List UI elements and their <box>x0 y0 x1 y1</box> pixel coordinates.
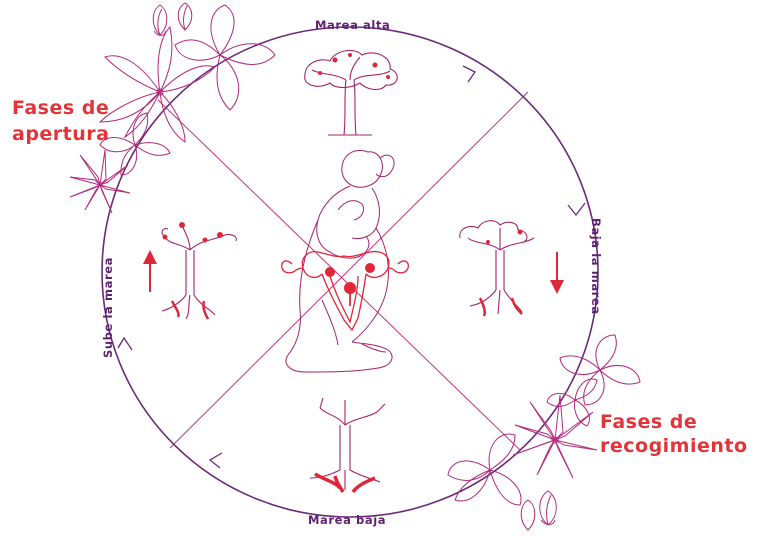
flower-bud-icon <box>153 5 167 36</box>
label-rising-tide: Sube la marea <box>101 257 115 358</box>
diagonal-lines <box>158 92 528 450</box>
flower-icon <box>560 335 640 405</box>
tree-icon-right <box>460 221 534 316</box>
cycle-arrow-icon <box>210 453 222 468</box>
flower-icon <box>175 5 275 110</box>
phase-gathering-line2: recogimiento <box>600 435 748 457</box>
tree-icon-left <box>162 222 236 319</box>
cycle-arrow-icon <box>118 338 132 350</box>
arrow-up-icon <box>143 250 157 292</box>
label-low-tide: Marea baja <box>308 513 386 527</box>
tree-icon-bottom <box>310 398 385 492</box>
cycle-arrow-icon <box>568 203 585 215</box>
flower-icon <box>100 27 215 142</box>
flower-icon <box>70 150 130 213</box>
cycle-arrow-icon <box>463 66 475 82</box>
flower-bud-icon <box>540 491 557 525</box>
tree-icon-top <box>305 50 398 135</box>
arrow-down-icon <box>550 252 564 294</box>
flower-bud-icon <box>521 500 535 530</box>
label-falling-tide: Baja la marea <box>589 218 603 315</box>
phase-opening-line2: apertura <box>12 123 109 145</box>
phase-gathering-line1: Fases de <box>600 411 697 433</box>
flower-icon <box>547 379 597 426</box>
flower-icon <box>100 113 170 175</box>
label-high-tide: Marea alta <box>315 18 390 32</box>
flower-bud-icon <box>178 3 192 30</box>
phase-opening-line1: Fases de <box>12 97 109 119</box>
flower-icon <box>448 434 521 505</box>
